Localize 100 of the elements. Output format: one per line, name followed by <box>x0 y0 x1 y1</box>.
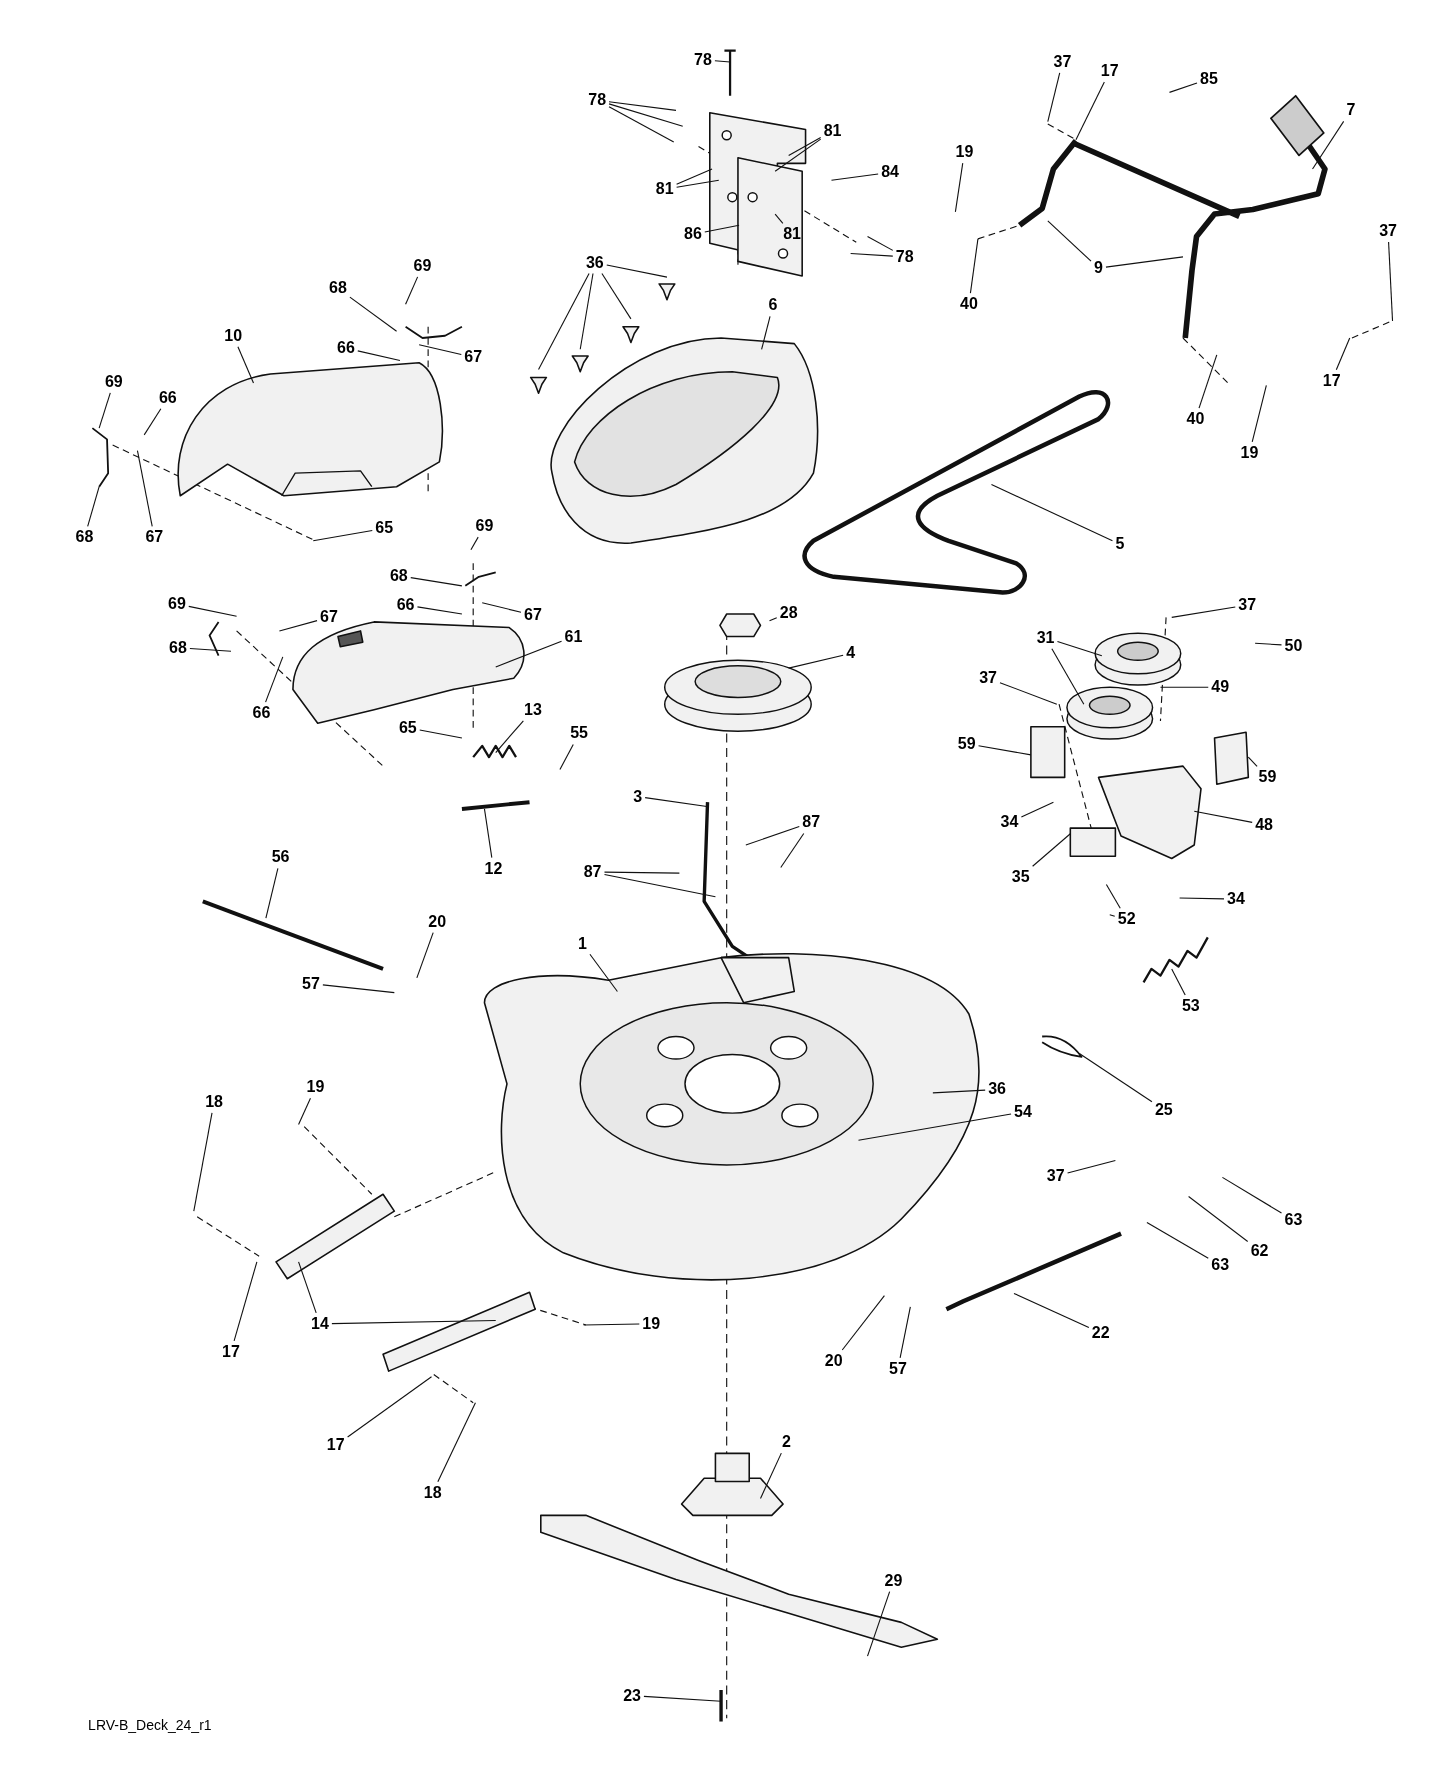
leader-line <box>347 1376 433 1438</box>
callout-number: 7 <box>1345 101 1357 120</box>
callout-number: 57 <box>888 1359 908 1378</box>
leader-line <box>1171 606 1236 618</box>
leader-line <box>416 606 463 615</box>
callout-number: 31 <box>1035 628 1056 647</box>
leader-line <box>1032 833 1071 867</box>
leader-line <box>437 1402 476 1483</box>
leader-line <box>788 654 844 669</box>
leader-line <box>780 832 805 869</box>
leader-line <box>418 344 462 355</box>
leader-line <box>298 1261 317 1314</box>
callout-number: 22 <box>1090 1323 1111 1342</box>
leader-line <box>1067 1159 1116 1174</box>
leader-line <box>608 103 684 127</box>
callout-number: 28 <box>778 603 799 622</box>
callout-number: 19 <box>641 1314 662 1333</box>
callout-number: 69 <box>474 517 495 536</box>
callout-number: 6 <box>767 296 779 315</box>
leader-line <box>606 264 668 278</box>
callout-number: 65 <box>374 519 395 538</box>
leader-line <box>470 536 479 551</box>
callout-number: 37 <box>978 669 998 688</box>
callout-number: 37 <box>1045 1167 1066 1186</box>
leader-line <box>322 984 395 994</box>
callout-number: 52 <box>1116 910 1137 929</box>
leader-line <box>189 648 232 652</box>
leader-line <box>1105 883 1121 909</box>
callout-number: 68 <box>168 638 188 657</box>
leader-line <box>608 106 675 143</box>
leader-line <box>1168 82 1198 93</box>
leader-line <box>714 60 731 63</box>
callout-number: 78 <box>693 50 713 69</box>
leader-line <box>1047 72 1061 123</box>
callout-number: 17 <box>1099 61 1120 80</box>
callout-number: 67 <box>463 348 484 367</box>
leader-line <box>704 224 740 233</box>
leader-line <box>1109 914 1116 917</box>
leader-line <box>866 1591 891 1657</box>
callout-number: 87 <box>582 863 603 881</box>
callout-number: 40 <box>1185 410 1206 429</box>
leader-line <box>559 743 574 771</box>
callout-number: 10 <box>223 326 244 345</box>
leader-line <box>1179 897 1225 900</box>
callout-number: 62 <box>1249 1241 1270 1260</box>
leader-line <box>761 315 771 350</box>
callout-number: 81 <box>782 225 802 244</box>
leader-line <box>899 1306 911 1359</box>
leader-line <box>850 252 894 257</box>
callout-number: 67 <box>523 606 543 625</box>
leader-line <box>1047 220 1092 262</box>
leader-line <box>608 101 677 111</box>
callout-number: 57 <box>301 974 321 993</box>
callout-number: 36 <box>987 1080 1007 1099</box>
callout-number: 13 <box>523 700 543 719</box>
leader-line <box>1193 810 1253 823</box>
callout-number: 66 <box>395 596 416 614</box>
callout-number: 23 <box>622 1686 642 1705</box>
leader-line <box>1251 384 1267 443</box>
callout-number: 56 <box>270 848 291 867</box>
leader-line <box>589 953 618 992</box>
callout-number: 67 <box>319 608 339 627</box>
leader-line <box>1146 1221 1209 1259</box>
callout-number: 1 <box>577 935 588 954</box>
leader-line <box>331 1319 497 1325</box>
callout-number: 67 <box>144 528 165 547</box>
callout-number: 29 <box>883 1571 904 1590</box>
leader-line <box>579 272 594 350</box>
drawing-reference-code: LRV-B_Deck_24_r1 <box>88 1716 212 1733</box>
leader-line <box>405 276 419 305</box>
leader-line <box>1105 256 1184 268</box>
leader-line <box>1020 801 1054 818</box>
leader-line <box>954 162 964 213</box>
leader-line <box>676 179 720 188</box>
callout-number: 35 <box>1010 867 1031 886</box>
callout-number: 85 <box>1199 69 1219 88</box>
callout-number: 20 <box>427 912 448 931</box>
leader-line <box>1254 642 1283 646</box>
callout-number: 49 <box>1210 678 1231 697</box>
callout-number: 59 <box>956 734 977 753</box>
callout-number: 2 <box>780 1433 792 1452</box>
leader-line <box>481 602 522 613</box>
leader-line <box>1051 648 1085 705</box>
callout-number: 12 <box>483 859 504 878</box>
leader-line <box>857 1113 1012 1141</box>
callout-number: 68 <box>388 566 409 585</box>
leader-line <box>774 213 784 224</box>
leader-line <box>538 272 590 371</box>
leader-line <box>265 656 284 703</box>
callout-number: 69 <box>412 256 433 275</box>
leader-line <box>768 617 778 622</box>
leader-line <box>410 577 463 587</box>
leader-line <box>676 168 713 185</box>
callout-number: 37 <box>1378 221 1398 240</box>
callout-number: 84 <box>880 163 900 182</box>
callout-number: 5 <box>1114 535 1126 554</box>
leader-line <box>1388 241 1394 322</box>
leader-line <box>87 486 100 527</box>
leader-line <box>357 350 401 362</box>
leader-line <box>601 272 632 320</box>
